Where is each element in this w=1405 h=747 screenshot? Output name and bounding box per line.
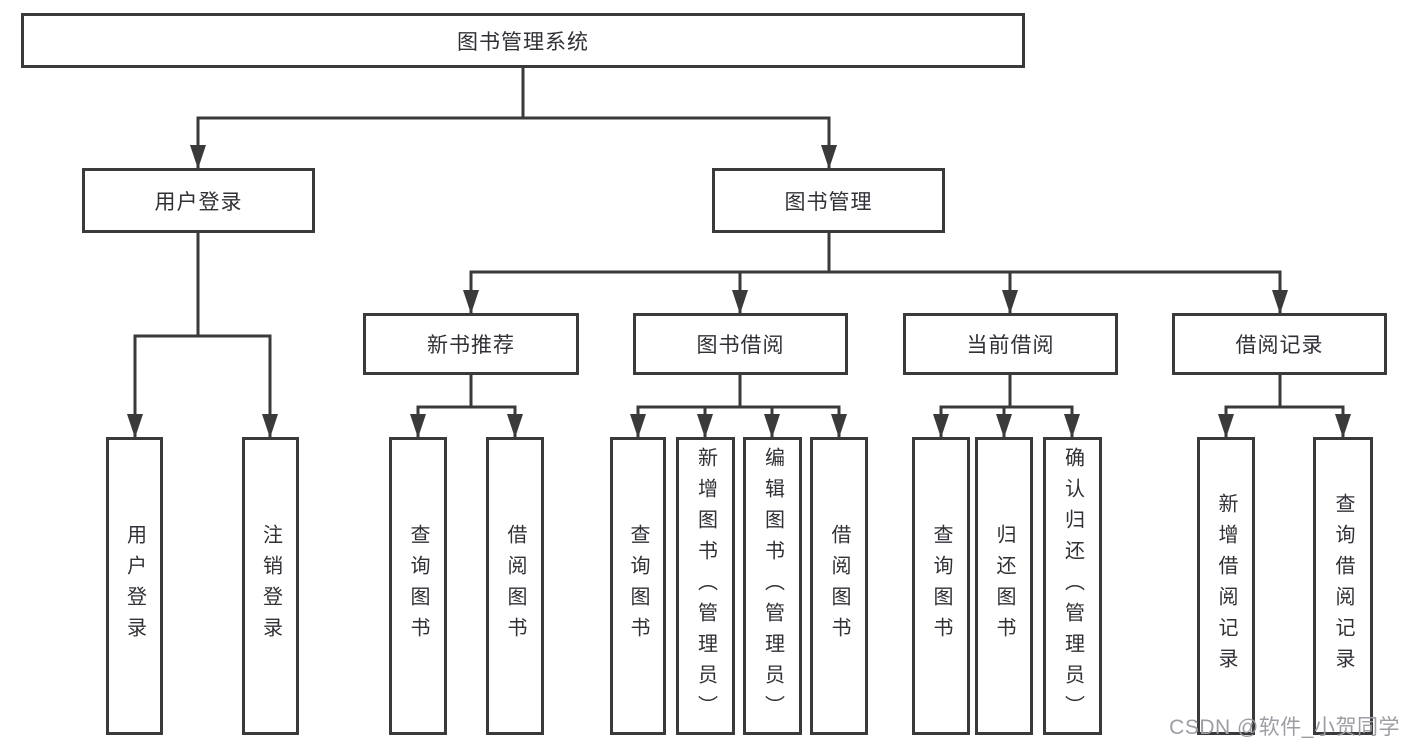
leaf-borrow-books-label: 借阅图书 bbox=[828, 524, 850, 648]
leaf-query-books-recommend: 查询图书 bbox=[389, 437, 447, 735]
node-new-book-recommend: 新书推荐 bbox=[363, 313, 579, 375]
leaf-add-book-admin: 新增图书（管理员） bbox=[676, 437, 735, 735]
node-user-login-label: 用户登录 bbox=[154, 190, 243, 214]
leaf-query-books-recommend-label: 查询图书 bbox=[407, 524, 429, 648]
leaf-return-book-label: 归还图书 bbox=[993, 524, 1015, 648]
leaf-query-borrow-record: 查询借阅记录 bbox=[1313, 437, 1373, 735]
leaf-edit-book-admin-label: 编辑图书（管理员） bbox=[761, 446, 784, 726]
leaf-add-borrow-record-label: 新增借阅记录 bbox=[1215, 493, 1237, 679]
leaf-user-login: 用户登录 bbox=[106, 437, 163, 735]
leaf-logout: 注销登录 bbox=[242, 437, 299, 735]
leaf-query-books-borrow-label: 查询图书 bbox=[627, 524, 649, 648]
node-borrow-records-label: 借阅记录 bbox=[1235, 334, 1324, 357]
leaf-user-login-label: 用户登录 bbox=[123, 524, 146, 648]
leaf-logout-label: 注销登录 bbox=[259, 524, 282, 648]
node-book-borrow: 图书借阅 bbox=[633, 313, 848, 375]
node-current-borrow: 当前借阅 bbox=[903, 313, 1118, 375]
leaf-query-books-borrow: 查询图书 bbox=[610, 437, 666, 735]
leaf-confirm-return-admin-label: 确认归还（管理员） bbox=[1061, 446, 1084, 726]
node-new-book-recommend-label: 新书推荐 bbox=[427, 334, 515, 357]
leaf-add-book-admin-label: 新增图书（管理员） bbox=[694, 446, 717, 726]
leaf-borrow-books: 借阅图书 bbox=[810, 437, 868, 735]
leaf-borrow-books-recommend: 借阅图书 bbox=[486, 437, 544, 735]
leaf-borrow-books-recommend-label: 借阅图书 bbox=[504, 524, 526, 648]
node-book-management-label: 图书管理 bbox=[784, 190, 873, 214]
node-root: 图书管理系统 bbox=[21, 13, 1025, 68]
node-user-login: 用户登录 bbox=[82, 168, 315, 233]
leaf-add-borrow-record: 新增借阅记录 bbox=[1197, 437, 1255, 735]
leaf-query-books-current: 查询图书 bbox=[912, 437, 970, 735]
leaf-return-book: 归还图书 bbox=[975, 437, 1033, 735]
leaf-edit-book-admin: 编辑图书（管理员） bbox=[743, 437, 802, 735]
node-book-borrow-label: 图书借阅 bbox=[696, 334, 785, 357]
node-root-label: 图书管理系统 bbox=[457, 30, 589, 54]
node-borrow-records: 借阅记录 bbox=[1172, 313, 1387, 375]
leaf-query-books-current-label: 查询图书 bbox=[930, 524, 952, 648]
leaf-query-borrow-record-label: 查询借阅记录 bbox=[1332, 493, 1354, 679]
leaf-confirm-return-admin: 确认归还（管理员） bbox=[1043, 437, 1102, 735]
node-book-management: 图书管理 bbox=[712, 168, 945, 233]
node-current-borrow-label: 当前借阅 bbox=[966, 334, 1055, 357]
